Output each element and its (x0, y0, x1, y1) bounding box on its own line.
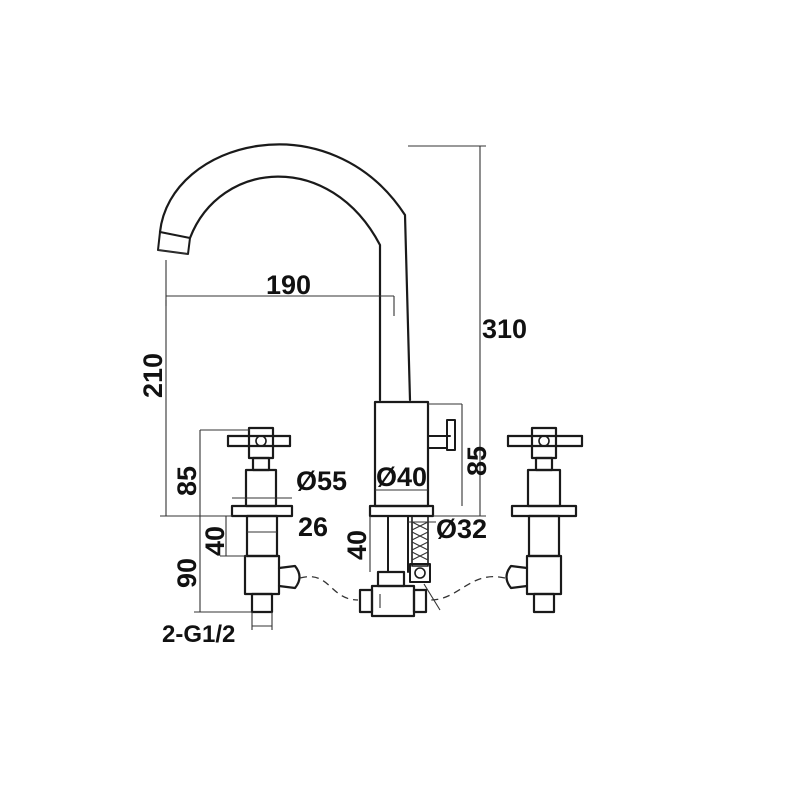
dimension-lines (160, 145, 486, 630)
hoses (299, 576, 506, 611)
spout (157, 143, 412, 402)
mixing-tee (358, 570, 428, 618)
dim-spout-reach: 190 (266, 270, 311, 300)
dim-valve-depth: 90 (172, 558, 202, 588)
dim-spout-height: 210 (138, 353, 168, 398)
right-valve (505, 426, 584, 614)
dim-inlet-thread: 2-G1/2 (162, 621, 235, 648)
dim-body-lever-height: 85 (462, 446, 492, 476)
dim-shank-length: 40 (200, 526, 230, 556)
dim-overall-height: 310 (482, 314, 527, 344)
dim-handle-base-dia: Ø55 (296, 466, 347, 496)
dim-body-dia: Ø40 (376, 462, 427, 492)
mixer-body (368, 400, 456, 583)
dim-shank-width: 26 (298, 512, 328, 542)
dim-body-shank-dia: Ø32 (436, 514, 487, 544)
left-valve (226, 426, 301, 614)
dim-handle-height: 85 (172, 466, 202, 496)
dim-body-shank-length: 40 (342, 530, 372, 560)
